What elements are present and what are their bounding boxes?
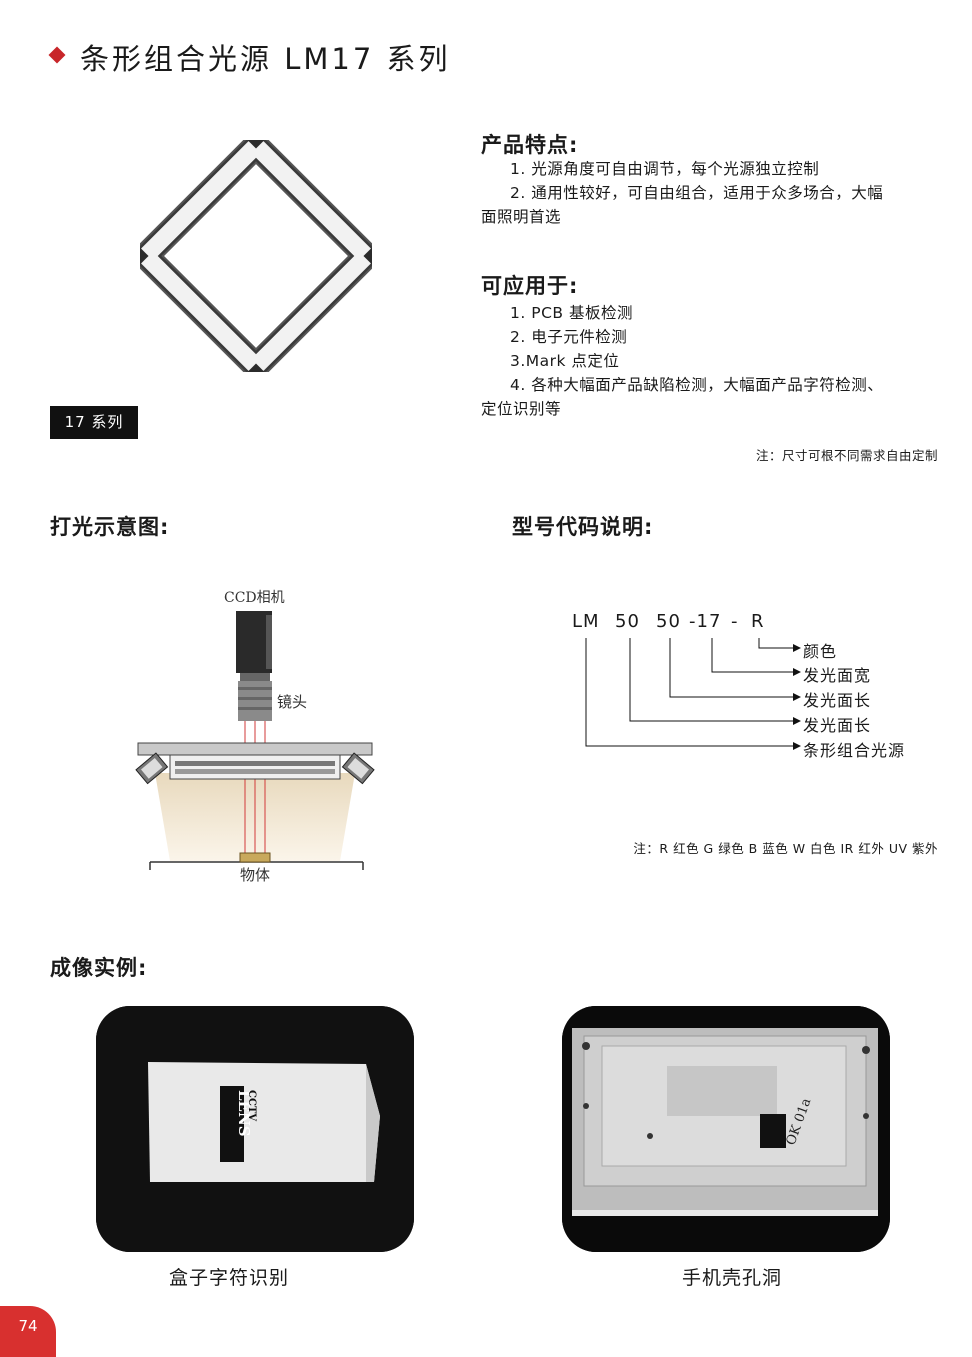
code-part-d: - bbox=[731, 611, 739, 632]
application-item: 1. PCB 基板检测 bbox=[510, 304, 633, 322]
code-part-b: 50 bbox=[656, 611, 681, 632]
model-code-connectors bbox=[575, 630, 805, 760]
application-item: 2. 电子元件检测 bbox=[510, 328, 628, 346]
model-code-heading: 型号代码说明: bbox=[512, 515, 654, 539]
box-text-cctv: CCTV bbox=[246, 1090, 257, 1121]
legend-length-2: 发光面长 bbox=[803, 716, 872, 735]
page-number: 74 bbox=[0, 1306, 56, 1357]
camera-label: CCD相机 bbox=[224, 590, 285, 606]
object-label: 物体 bbox=[240, 866, 271, 884]
legend-length-1: 发光面长 bbox=[803, 691, 872, 710]
size-note: 注：尺寸可根不同需求自由定制 bbox=[755, 448, 938, 463]
page-title: 条形组合光源 LM17 系列 bbox=[80, 42, 451, 76]
feature-item: 面照明首选 bbox=[481, 208, 562, 226]
feature-item: 1. 光源角度可自由调节，每个光源独立控制 bbox=[510, 160, 820, 178]
features-list: 1. 光源角度可自由调节，每个光源独立控制 2. 通用性较好，可自由组合，适用于… bbox=[481, 157, 883, 229]
title-bullet-icon bbox=[48, 46, 66, 64]
legend-color: 颜色 bbox=[803, 642, 838, 661]
caption-box: 盒子字符识别 bbox=[169, 1267, 290, 1289]
applications-heading: 可应用于: bbox=[481, 274, 579, 298]
legend-width: 发光面宽 bbox=[803, 666, 872, 685]
applications-list: 1. PCB 基板检测 2. 电子元件检测 3.Mark 点定位 4. 各种大幅… bbox=[481, 301, 883, 421]
color-code-note: 注：R 红色 G 绿色 B 蓝色 W 白色 IR 红外 UV 紫外 bbox=[633, 841, 938, 856]
code-part-c: -17 bbox=[689, 611, 722, 632]
code-lm: LM bbox=[572, 611, 600, 632]
application-item: 定位识别等 bbox=[481, 400, 562, 418]
caption-phone: 手机壳孔洞 bbox=[682, 1267, 783, 1289]
lens-label: 镜头 bbox=[277, 693, 308, 711]
legend-type: 条形组合光源 bbox=[803, 741, 906, 760]
phone-case-image: OK 01a bbox=[562, 1006, 890, 1252]
application-item: 3.Mark 点定位 bbox=[510, 352, 620, 370]
box-text-lens: LENS bbox=[235, 1090, 253, 1137]
box-character-image: LENS CCTV bbox=[96, 1006, 414, 1252]
code-part-e: R bbox=[751, 611, 765, 632]
product-image bbox=[117, 117, 395, 395]
lighting-diagram bbox=[135, 583, 375, 888]
code-part-a: 50 bbox=[615, 611, 640, 632]
application-item: 4. 各种大幅面产品缺陷检测，大幅面产品字符检测、 bbox=[510, 376, 884, 394]
lighting-heading: 打光示意图: bbox=[50, 515, 170, 539]
imaging-heading: 成像实例: bbox=[50, 956, 148, 980]
features-heading: 产品特点: bbox=[481, 133, 579, 157]
series-badge: 17 系列 bbox=[50, 406, 138, 439]
feature-item: 2. 通用性较好，可自由组合，适用于众多场合，大幅 bbox=[510, 184, 884, 202]
